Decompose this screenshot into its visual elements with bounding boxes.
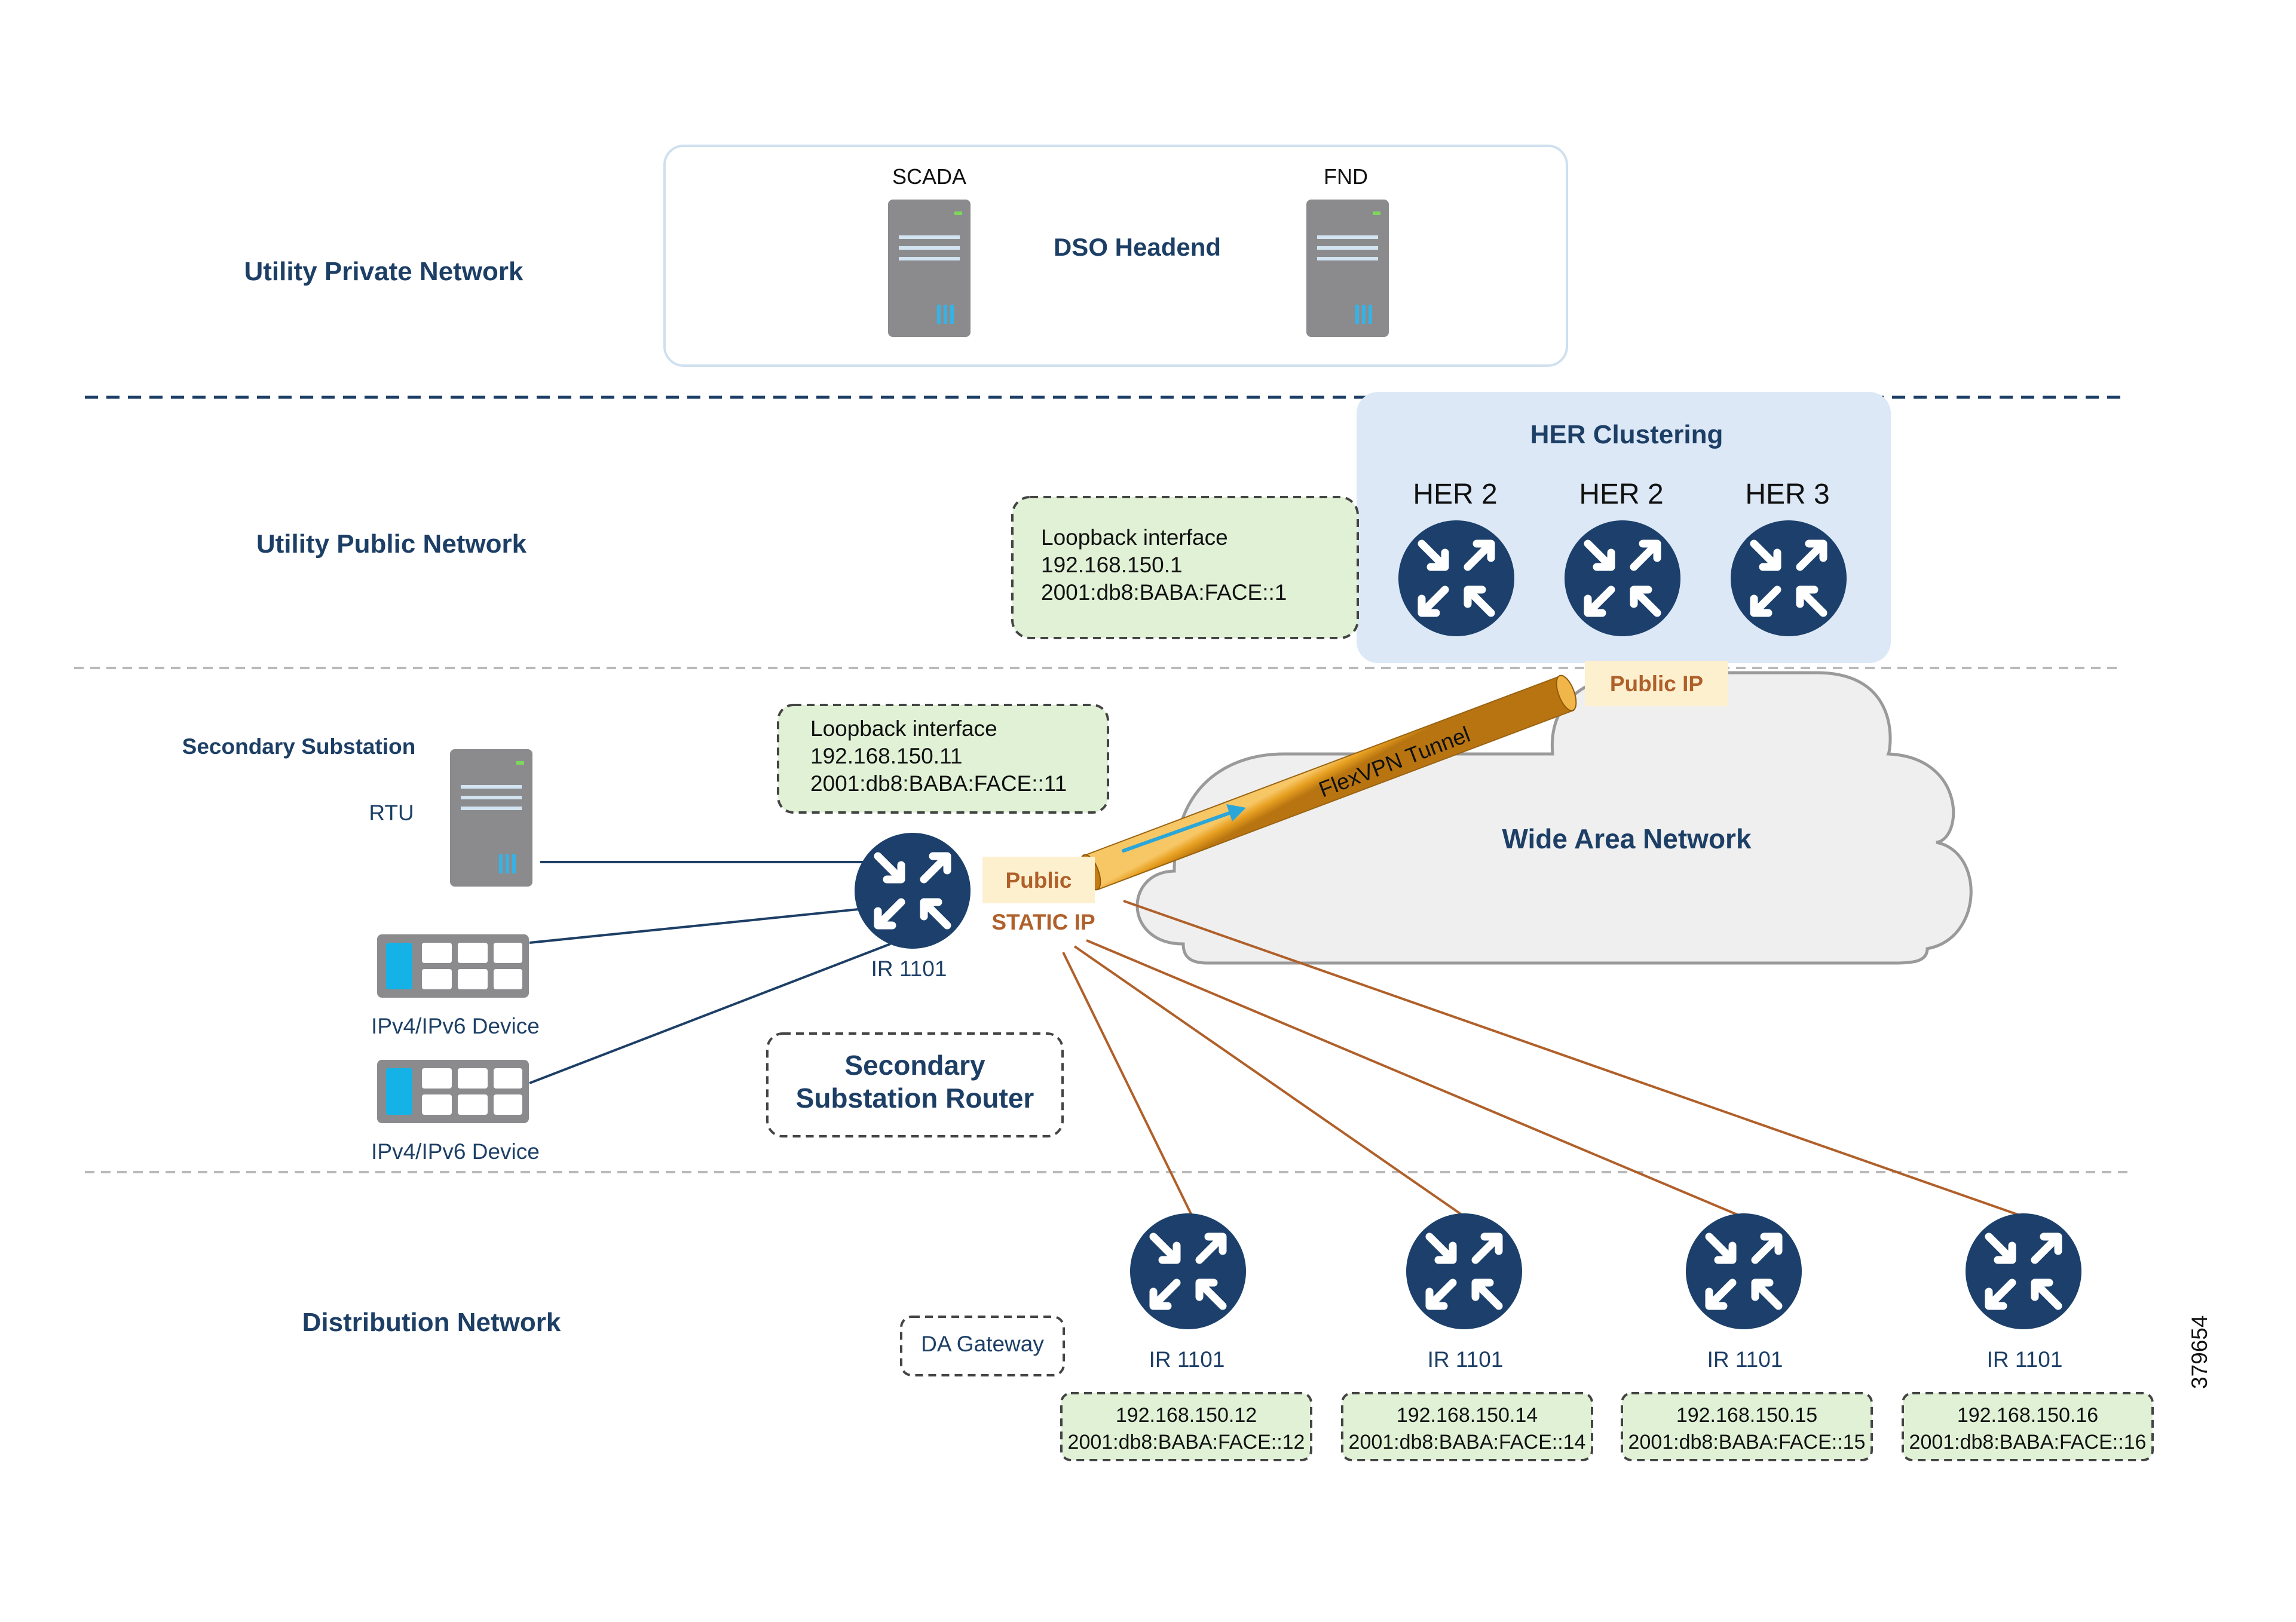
rtu-server-icon xyxy=(450,749,532,887)
gateway-ipv6: 2001:db8:BABA:FACE::12 xyxy=(1068,1431,1305,1454)
gateway-ip-box xyxy=(1621,1392,1873,1461)
loopback-note-ssr xyxy=(777,704,1109,814)
device-label: IPv4/IPv6 Device xyxy=(371,1014,540,1038)
gateway-ipv4: 192.168.150.16 xyxy=(1957,1404,2098,1427)
gateway-ipv6: 2001:db8:BABA:FACE::15 xyxy=(1628,1431,1866,1454)
ssr-title-line1: Secondary xyxy=(844,1050,985,1081)
loopback-ssr-title: Loopback interface xyxy=(810,716,997,741)
her-public-ip: Public IP xyxy=(1610,672,1703,696)
device-label: IPv4/IPv6 Device xyxy=(371,1139,540,1164)
zone-label-private: Utility Private Network xyxy=(244,257,524,286)
gateway-router-icon xyxy=(1130,1213,1246,1329)
her-label: HER 2 xyxy=(1579,479,1663,510)
gateway-name: IR 1101 xyxy=(1707,1347,1783,1372)
tunnel-arrow-icon xyxy=(1226,804,1246,821)
her-router-icon xyxy=(1565,520,1680,636)
her-cluster-title: HER Clustering xyxy=(1530,420,1723,449)
gateway-ipv6: 2001:db8:BABA:FACE::14 xyxy=(1349,1431,1586,1454)
loopback-ssr-ipv6: 2001:db8:BABA:FACE::11 xyxy=(810,771,1067,796)
ssr-public-tag xyxy=(982,857,1095,903)
zone-label-distribution: Distribution Network xyxy=(302,1308,561,1337)
gateway-group: IR 1101 192.168.150.16 2001:db8:BABA:FAC… xyxy=(1902,1213,2154,1461)
ssr-router-icon xyxy=(855,833,971,949)
gateway-router-icon xyxy=(1686,1213,1802,1329)
scada-label: SCADA xyxy=(892,164,966,189)
her-public-ip-tag xyxy=(1585,661,1728,706)
flexvpn-tunnel xyxy=(1080,674,1577,891)
zone-label-public: Utility Public Network xyxy=(256,529,527,559)
scada-server-icon xyxy=(888,200,971,337)
da-gateway-box xyxy=(900,1316,1065,1376)
loopback-her-ipv6: 2001:db8:BABA:FACE::1 xyxy=(1041,580,1287,605)
gateway-ip-box xyxy=(1341,1392,1593,1461)
device-icon xyxy=(377,1060,529,1123)
fnd-label: FND xyxy=(1324,164,1368,189)
gateway-router-icon xyxy=(1406,1213,1522,1329)
her-label: HER 3 xyxy=(1745,479,1829,510)
device-icon xyxy=(377,934,529,998)
gateway-group: IR 1101 192.168.150.15 2001:db8:BABA:FAC… xyxy=(1621,1213,1873,1461)
her-router-icon xyxy=(1731,520,1847,636)
gateway-group: IR 1101 192.168.150.12 2001:db8:BABA:FAC… xyxy=(1060,1213,1312,1461)
ssr-router-label: IR 1101 xyxy=(871,956,947,981)
da-gateway-label: DA Gateway xyxy=(921,1332,1044,1356)
gateway-link xyxy=(1123,900,2023,1218)
gateway-link xyxy=(1086,939,1742,1218)
gateway-ipv4: 192.168.150.14 xyxy=(1397,1404,1538,1427)
gateway-ipv4: 192.168.150.12 xyxy=(1116,1404,1257,1427)
her-label: HER 2 xyxy=(1413,479,1497,510)
gateway-ipv4: 192.168.150.15 xyxy=(1676,1404,1817,1427)
device1-link xyxy=(529,907,871,944)
gateway-link xyxy=(1073,945,1465,1218)
rtu-label: RTU xyxy=(369,801,414,825)
gateway-name: IR 1101 xyxy=(1987,1347,2063,1372)
loopback-note-her xyxy=(1011,496,1359,639)
her-router-icon xyxy=(1398,520,1514,636)
figure-id: 379654 xyxy=(2187,1316,2212,1389)
ssr-public-label: Public xyxy=(1005,868,1072,893)
gateway-ip-box xyxy=(1060,1392,1312,1461)
fnd-server-icon xyxy=(1306,200,1389,337)
gateway-link xyxy=(1062,952,1193,1217)
loopback-her-ipv4: 192.168.150.1 xyxy=(1041,553,1183,577)
ssr-static-ip-label: STATIC IP xyxy=(991,910,1095,934)
gateway-name: IR 1101 xyxy=(1149,1347,1225,1372)
gateway-router-icon xyxy=(1966,1213,2081,1329)
gateway-ipv6: 2001:db8:BABA:FACE::16 xyxy=(1909,1431,2147,1454)
headend-title: DSO Headend xyxy=(1054,233,1221,261)
ssr-title-line2: Substation Router xyxy=(796,1083,1034,1114)
loopback-her-title: Loopback interface xyxy=(1041,525,1228,550)
zone-label-secondary-substation: Secondary Substation xyxy=(182,734,416,759)
gateway-ip-box xyxy=(1902,1392,2154,1461)
gateway-group: IR 1101 192.168.150.14 2001:db8:BABA:FAC… xyxy=(1341,1213,1593,1461)
ssr-label-box xyxy=(766,1032,1064,1137)
wan-title: Wide Area Network xyxy=(1502,823,1752,854)
gateway-name: IR 1101 xyxy=(1428,1347,1504,1372)
device2-link xyxy=(529,943,891,1084)
loopback-ssr-ipv4: 192.168.150.11 xyxy=(810,744,962,768)
